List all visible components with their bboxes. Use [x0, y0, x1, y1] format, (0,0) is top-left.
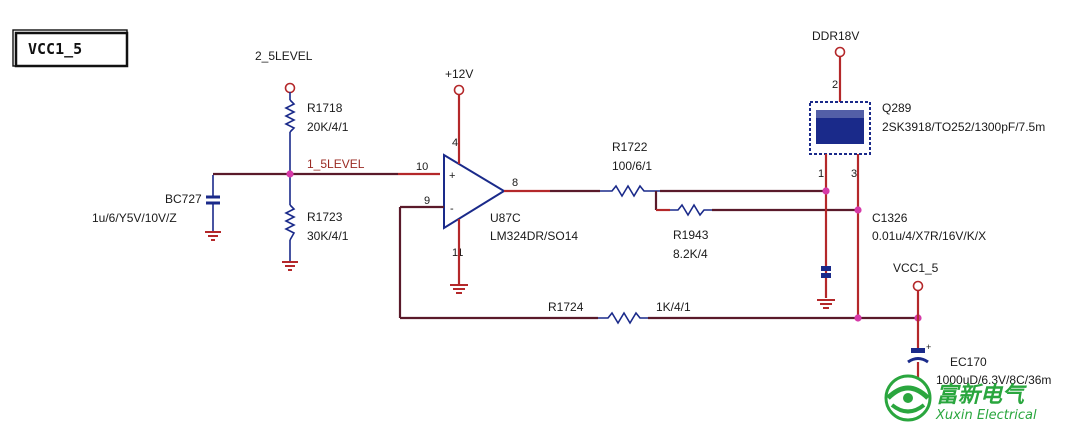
capacitor-c1326: C1326 0.01u/4/X7R/16V/K/X — [817, 211, 986, 309]
pin-q-3: 3 — [851, 168, 857, 180]
u87c-value: LM324DR/SO14 — [490, 229, 578, 243]
logo-english-text: Xuxin Electrical — [935, 408, 1037, 423]
ec170-value: 1000uD/6.3V/8C/36m — [936, 373, 1051, 387]
opamp-u87c: + - 10 9 8 4 11 U87C LM324DR/SO14 — [416, 137, 578, 259]
pin-9: 9 — [424, 195, 430, 207]
junction-dot — [854, 314, 862, 322]
opamp-minus-sym: - — [450, 203, 454, 215]
net-label-1-5level: 1_5LEVEL — [307, 157, 365, 171]
title-text: VCC1_5 — [28, 40, 82, 58]
brand-logo: 富新电气 Xuxin Electrical — [884, 374, 1037, 423]
c1326-ref: C1326 — [872, 211, 908, 225]
capacitor-bc727: BC727 1u/6/Y5V/10V/Z — [92, 175, 221, 241]
logo-chinese-text: 富新电气 — [936, 382, 1027, 408]
pin-q-1: 1 — [818, 168, 824, 180]
r1724-value: 1K/4/1 — [656, 300, 691, 314]
q289-value: 2SK3918/TO252/1300pF/7.5m — [882, 120, 1045, 134]
bc727-ref: BC727 — [165, 192, 202, 206]
power-port-2-5level — [284, 82, 296, 94]
junction-dot — [822, 187, 830, 195]
resistor-r1943 — [670, 203, 712, 217]
resistor-r1722 — [600, 184, 660, 198]
net-label-12v: +12V — [445, 67, 473, 81]
r1718-ref: R1718 — [307, 101, 343, 115]
pin-q-2: 2 — [832, 79, 838, 91]
c1326-value: 0.01u/4/X7R/16V/K/X — [872, 229, 986, 243]
pin-10: 10 — [416, 161, 428, 173]
junction-dot — [854, 206, 862, 214]
supply-12v: +12V — [445, 67, 473, 164]
pin-11: 11 — [452, 247, 463, 259]
mosfet-q289: Q289 2SK3918/TO252/1300pF/7.5m — [809, 101, 1045, 155]
opamp-plus-sym: + — [449, 170, 455, 182]
r1722-ref: R1722 — [612, 140, 648, 154]
net-label-2-5level: 2_5LEVEL — [255, 49, 313, 63]
ec170-ref: EC170 — [950, 355, 987, 369]
resistor-r1718 — [284, 99, 296, 133]
net-label-ddr18v: DDR18V — [812, 29, 859, 43]
divider-network: 2_5LEVEL R1718 20K/4/1 R1723 30K/4/1 — [255, 49, 349, 271]
net-label-vcc1-5: VCC1_5 — [893, 261, 939, 275]
q289-ref: Q289 — [882, 101, 912, 115]
r1943-ref: R1943 — [673, 228, 709, 242]
r1943-value: 8.2K/4 — [673, 247, 708, 261]
resistor-r1724 — [598, 311, 648, 325]
junction-dot — [286, 170, 294, 178]
r1718-value: 20K/4/1 — [307, 120, 349, 134]
ground-symbol — [450, 284, 468, 294]
title-box: VCC1_5 — [12, 29, 129, 68]
pin-8: 8 — [512, 177, 518, 189]
svg-text:+: + — [926, 342, 931, 352]
supply-vcc1-5: VCC1_5 — [893, 261, 939, 348]
bc727-value: 1u/6/Y5V/10V/Z — [92, 211, 177, 225]
r1722-value: 100/6/1 — [612, 159, 652, 173]
ground-symbol — [282, 261, 298, 271]
supply-ddr18v: DDR18V 2 — [812, 29, 859, 102]
pin-4: 4 — [452, 137, 458, 149]
capacitor-ec170: + EC170 1000uD/6.3V/8C/36m — [907, 342, 1051, 387]
r1724-ref: R1724 — [548, 300, 584, 314]
r1723-ref: R1723 — [307, 210, 343, 224]
u87c-ref: U87C — [490, 211, 521, 225]
r1723-value: 30K/4/1 — [307, 229, 349, 243]
resistor-r1723 — [284, 204, 296, 241]
